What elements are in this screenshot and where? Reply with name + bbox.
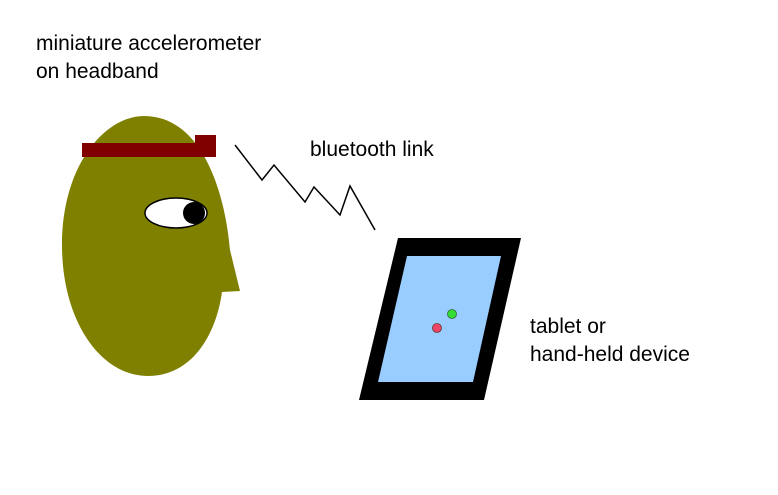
tablet-screen [378, 256, 501, 382]
zigzag-signal-icon [234, 144, 376, 231]
headband [82, 143, 214, 157]
device-label-line1: tablet or [530, 315, 606, 338]
bluetooth-link-label: bluetooth link [310, 138, 434, 161]
accelerometer-label-line2: on headband [36, 60, 159, 83]
green-dot [447, 309, 457, 319]
pupil-icon [183, 202, 205, 224]
red-dot [432, 323, 442, 333]
head-figure [62, 116, 240, 376]
head-profile-icon [62, 116, 240, 376]
device-label-line2: hand-held device [530, 343, 690, 366]
accelerometer-label-line1: miniature accelerometer [36, 32, 261, 55]
tablet-device [359, 238, 521, 400]
accelerometer-sensor-icon [195, 135, 216, 157]
